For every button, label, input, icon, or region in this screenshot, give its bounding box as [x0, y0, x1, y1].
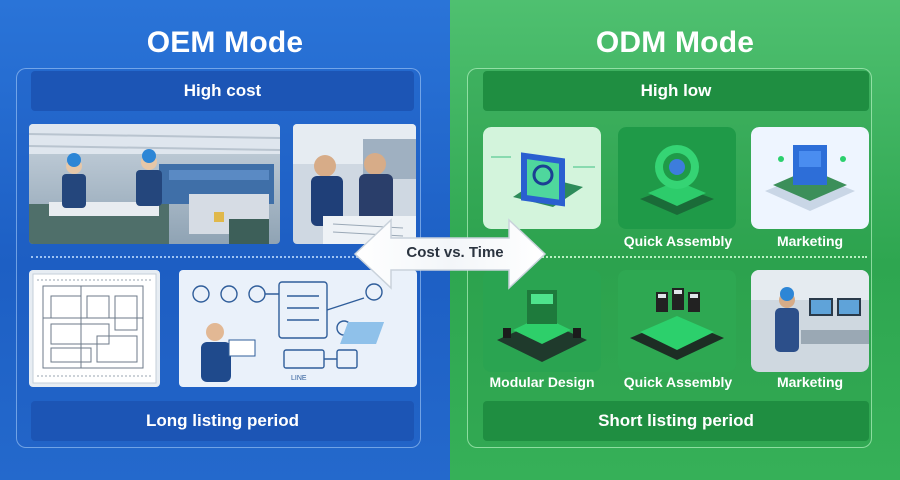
circuit-screen-tile — [483, 127, 601, 229]
odm-divider — [535, 256, 867, 258]
tile-label-modular-design: Modular Design — [489, 374, 595, 390]
double-arrow — [353, 218, 547, 290]
odm-bottom-bar: Short listing period — [483, 401, 869, 441]
odm-title: ODM Mode — [595, 26, 755, 59]
process-sketch-image: LINE — [179, 270, 417, 387]
g-logo-platform-tile — [618, 127, 736, 229]
modular-design-tile — [483, 270, 601, 372]
oem-divider — [31, 256, 366, 258]
tile-label-marketing-top: Marketing — [776, 233, 844, 249]
quick-assembly-board-tile — [618, 270, 736, 372]
chip-stack-tile — [751, 127, 869, 229]
blueprint-image — [29, 270, 160, 387]
tile-label-quick-assembly-top: Quick Assembly — [623, 233, 733, 249]
oem-top-bar: High cost — [31, 71, 414, 111]
odm-top-bar: High low — [483, 71, 869, 111]
tile-label-marketing-bottom: Marketing — [776, 374, 844, 390]
line-box-label: LINE — [291, 375, 307, 382]
cost-vs-time-label: Cost vs. Time — [406, 244, 504, 261]
factory-floor-image — [29, 124, 280, 244]
oem-title: OEM Mode — [146, 26, 304, 59]
tile-label-quick-assembly-bottom: Quick Assembly — [623, 374, 733, 390]
marketing-worker-tile — [751, 270, 869, 372]
oem-bottom-bar: Long listing period — [31, 401, 414, 441]
